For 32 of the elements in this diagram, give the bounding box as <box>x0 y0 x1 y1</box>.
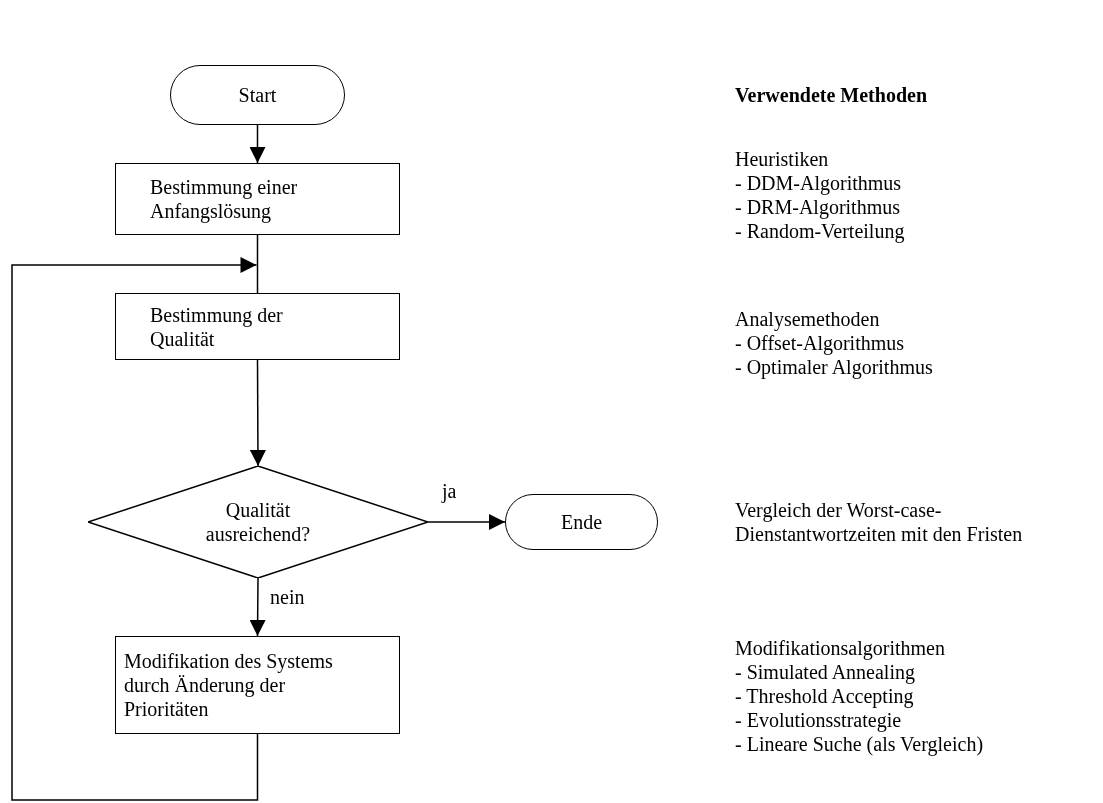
arrow <box>427 514 506 530</box>
method-text: Vergleich der Worst-case- Dienstantwortzeiten mit den Fristen <box>735 498 1024 546</box>
process-box <box>115 293 400 360</box>
arrow <box>249 359 266 467</box>
method-text: Modifikationsalgorithmen <box>735 636 945 660</box>
method-text: - Optimaler Algorithmus <box>735 355 933 379</box>
start-terminal <box>170 65 345 125</box>
method-text: - DDM-Algorithmus <box>735 171 902 195</box>
node-text: Ende <box>560 510 603 534</box>
method-text: - Simulated Annealing <box>735 660 915 684</box>
method-text: - Offset-Algorithmus <box>735 331 905 355</box>
arrow <box>249 124 266 164</box>
node-text: Qualität ausreichend? <box>204 498 312 546</box>
node-text: Start <box>238 83 277 107</box>
end-terminal <box>505 494 658 550</box>
loop-arrow <box>11 257 259 801</box>
method-text: Heuristiken <box>735 147 829 171</box>
arrow <box>249 577 266 637</box>
method-text: - Threshold Accepting <box>735 684 914 708</box>
node-text: Bestimmung der Qualität <box>150 302 284 351</box>
node-text: Modifikation des Systems durch Änderung der Prioritäten <box>124 649 334 721</box>
node-text: Bestimmung einer Anfangslösung <box>150 175 299 223</box>
method-text: - Evolutionsstrategie <box>735 708 902 732</box>
method-text: - DRM-Algorithmus <box>735 195 900 219</box>
process-box <box>115 163 400 235</box>
decision-diamond <box>88 466 428 578</box>
process-box <box>115 636 400 734</box>
method-text: - Random-Verteilung <box>735 219 905 243</box>
method-text: Analysemethoden <box>735 307 880 331</box>
connector-line <box>256 234 259 294</box>
method-text: - Lineare Suche (als Vergleich) <box>735 732 984 756</box>
column-heading: Verwendete Methoden <box>735 84 927 107</box>
